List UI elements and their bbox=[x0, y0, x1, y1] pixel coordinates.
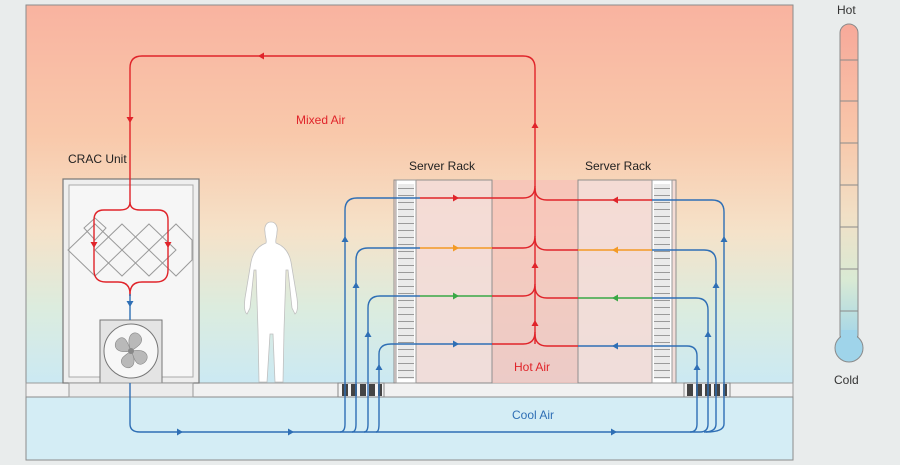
person-silhouette bbox=[244, 221, 298, 383]
airflow-underfloor-supply bbox=[129, 383, 700, 433]
underfloor-plenum bbox=[25, 396, 794, 461]
server-rack-right-label: Server Rack bbox=[585, 159, 652, 173]
thermometer-cold-label: Cold bbox=[834, 373, 859, 387]
airflow-cold-rise-left-3 bbox=[363, 295, 394, 433]
airflow-mixed-return bbox=[129, 55, 536, 202]
server-rack-left-label: Server Rack bbox=[409, 159, 476, 173]
airflow-rack-right-top-hot bbox=[534, 187, 652, 201]
temperature-scale: Hot Cold bbox=[834, 3, 864, 387]
floor-vents-right bbox=[683, 382, 731, 398]
crac-unit bbox=[62, 178, 200, 398]
airflow-cold-rise-right-3 bbox=[676, 249, 717, 433]
mixed-air-label: Mixed Air bbox=[296, 113, 345, 127]
thermometer-tube bbox=[839, 23, 859, 345]
airflow-cold-rise-right-2 bbox=[676, 297, 709, 433]
thermometer-ticks bbox=[840, 59, 858, 312]
hot-air-label: Hot Air bbox=[514, 360, 550, 374]
airflow-cold-rise-left-2 bbox=[351, 247, 394, 433]
server-rack-right bbox=[577, 179, 677, 384]
airflow-cold-rise-left-1 bbox=[339, 197, 394, 433]
cool-air-label: Cool Air bbox=[512, 408, 554, 422]
airflow-cold-rise-right-4 bbox=[676, 199, 725, 433]
airflow-cold-rise-left-4 bbox=[375, 343, 394, 433]
crac-fan bbox=[99, 319, 163, 384]
crac-unit-label: CRAC Unit bbox=[68, 152, 127, 166]
airflow-crac-intake-right bbox=[129, 201, 169, 296]
airflow-crac-intake-left bbox=[93, 201, 131, 296]
airflow-cold-rise-right-1 bbox=[676, 345, 698, 433]
thermometer-hot-label: Hot bbox=[837, 3, 856, 17]
server-rack-left bbox=[393, 179, 493, 384]
airflow-arrowheads bbox=[90, 52, 728, 436]
